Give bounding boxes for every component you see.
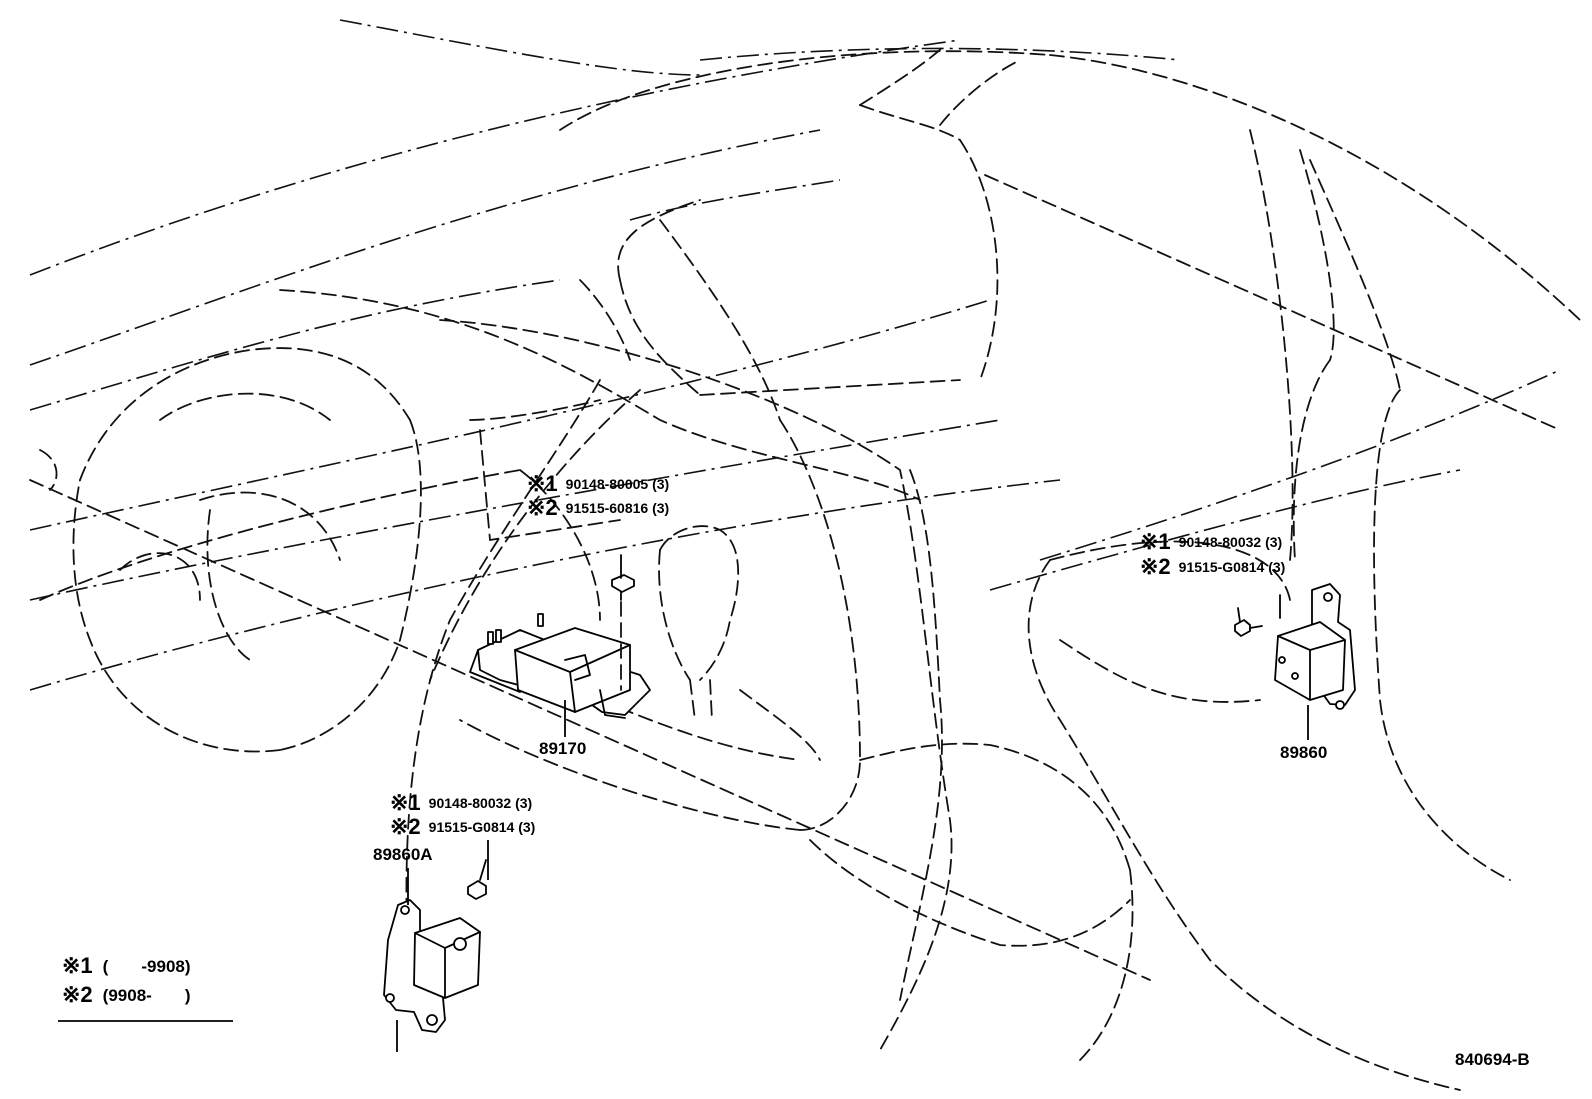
callout-center-bolt-early: ※1 90148-80005 (3) bbox=[527, 473, 669, 495]
part-label-right-sensor: 89860 bbox=[1280, 743, 1328, 762]
part-label-left-sensor: 89860A bbox=[373, 845, 433, 864]
legend-mark-2: ※2 bbox=[62, 982, 93, 1007]
legend-range-1: ( -9908) bbox=[102, 956, 191, 976]
callout-left-bolt-early: ※1 90148-80032 (3) bbox=[390, 792, 532, 814]
note-mark-2: ※2 bbox=[527, 495, 558, 520]
callout-right-bolt-late: ※2 91515-G0814 (3) bbox=[1140, 556, 1285, 578]
legend-row-1: ※1 ( -9908) bbox=[62, 955, 191, 977]
vehicle-outline bbox=[29, 19, 1581, 1091]
legend-row-2: ※2 (9908- ) bbox=[62, 984, 191, 1006]
note-mark-2: ※2 bbox=[390, 814, 421, 839]
callout-center-bolt-late: ※2 91515-60816 (3) bbox=[527, 497, 669, 519]
part-number: 90148-80032 (3) bbox=[428, 795, 533, 811]
legend-range-2: (9908- ) bbox=[102, 985, 191, 1005]
part-number: 91515-G0814 (3) bbox=[428, 819, 536, 835]
part-label-center-unit: 89170 bbox=[539, 739, 587, 758]
note-mark-1: ※1 bbox=[390, 790, 421, 815]
part-number: 91515-60816 (3) bbox=[565, 500, 670, 516]
note-mark-1: ※1 bbox=[1140, 529, 1171, 554]
callout-right-bolt-early: ※1 90148-80032 (3) bbox=[1140, 531, 1282, 553]
legend-mark-1: ※1 bbox=[62, 953, 93, 978]
callout-left-bolt-late: ※2 91515-G0814 (3) bbox=[390, 816, 535, 838]
part-number: 91515-G0814 (3) bbox=[1178, 559, 1286, 575]
diagram-id: 840694-B bbox=[1455, 1050, 1530, 1069]
leader-lines bbox=[58, 700, 1309, 1052]
side-airbag-sensor-left bbox=[383, 859, 487, 1033]
part-number: 90148-80005 (3) bbox=[565, 476, 670, 492]
part-number: 90148-80032 (3) bbox=[1178, 534, 1283, 550]
side-airbag-sensor-right bbox=[1234, 583, 1356, 710]
note-mark-1: ※1 bbox=[527, 471, 558, 496]
airbag-sensor-center-unit bbox=[469, 554, 651, 719]
note-mark-2: ※2 bbox=[1140, 554, 1171, 579]
